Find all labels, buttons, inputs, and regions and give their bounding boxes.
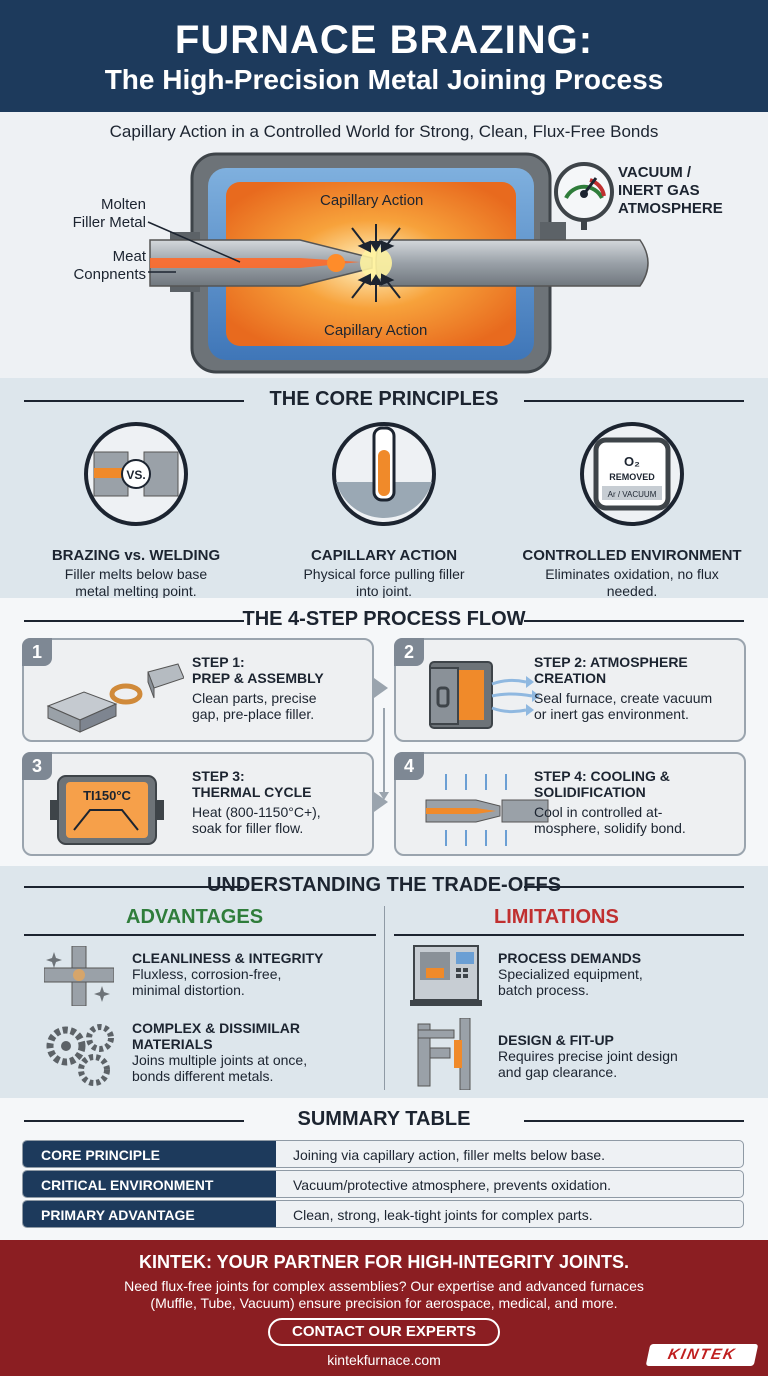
clean-joint-icon [44,946,114,1006]
step-title: STEP 1:PREP & ASSEMBLY [192,654,324,686]
tradeoffs-section: UNDERSTANDING THE TRADE-OFFS ADVANTAGES … [0,866,768,1098]
equipment-icon [410,945,482,1006]
controlled-environment-icon: O₂ REMOVED Ar / VACUUM [580,422,684,526]
principle-capillary-action: CAPILLARY ACTION Physical force pulling … [256,420,512,600]
process-flow-title: THE 4-STEP PROCESS FLOW [0,608,768,631]
thermal-cycle-icon: TI150°C [50,775,164,845]
step-number: 1 [22,638,52,666]
step-number: 3 [22,752,52,780]
core-principles-title: THE CORE PRINCIPLES [0,388,768,411]
website-link[interactable]: kintekfurnace.com [327,1352,441,1368]
page-title: FURNACE BRAZING: [174,18,594,62]
summary-key: PRIMARY ADVANTAGE [23,1201,276,1227]
principle-desc: Filler melts below base metal melting po… [64,566,208,599]
hero-section: Capillary Action in a Controlled World f… [0,112,768,378]
advantages-divider [24,934,376,936]
removed-text: REMOVED [609,472,655,482]
process-flow-section: THE 4-STEP PROCESS FLOW 1 STEP 1:PREP & … [0,598,768,866]
principle-desc: Eliminates oxidation, no flux needed. [545,566,719,599]
summary-section: SUMMARY TABLE CORE PRINCIPLE Joining via… [0,1098,768,1240]
leader-molten [147,221,241,263]
header-banner: FURNACE BRAZING: The High-Precision Meta… [0,0,768,112]
vs-text: VS. [126,468,145,482]
brazing-vs-welding-icon: VS. [84,422,188,526]
capillary-arrows-top [351,224,401,253]
advantage-cleanliness: CLEANLINESS & INTEGRITY Fluxless, corros… [132,950,324,998]
flow-arrows [374,678,389,812]
tradeoffs-title: UNDERSTANDING THE TRADE-OFFS [0,874,768,897]
footer-description: Need flux-free joints for complex assemb… [124,1278,644,1311]
temperature-text: TI150°C [83,788,131,803]
principle-desc: Physical force pulling filler into joint… [303,566,465,599]
summary-value: Clean, strong, leak-tight joints for com… [293,1207,593,1223]
limitations-heading: LIMITATIONS [494,906,619,928]
summary-value: Vacuum/protective atmosphere, prevents o… [293,1177,612,1193]
capillary-label-top: Capillary Action [320,192,424,209]
cooling-icon [425,774,549,846]
capillary-tube-icon [332,422,436,526]
capillary-arrows-bottom [351,273,401,302]
summary-row: CRITICAL ENVIRONMENT Vacuum/protective a… [22,1170,744,1198]
summary-key: CORE PRINCIPLE [23,1141,276,1167]
summary-title: SUMMARY TABLE [0,1108,768,1131]
summary-key: CRITICAL ENVIRONMENT [23,1171,276,1197]
assembly-parts-icon [46,663,184,733]
capillary-label-bottom: Capillary Action [324,322,428,339]
caliper-icon [417,1018,471,1090]
step-1-card: 1 STEP 1:PREP & ASSEMBLY Clean parts, pr… [22,638,374,742]
advantage-complex-materials: COMPLEX & DISSIMILAR MATERIALS Joins mul… [132,1020,308,1084]
furnace-door-icon [429,661,540,729]
right-component [375,239,649,287]
principle-controlled-environment: O₂ REMOVED Ar / VACUUM CONTROLLED ENVIRO… [504,420,760,600]
principle-title: CAPILLARY ACTION [310,547,458,564]
limitation-process-demands: PROCESS DEMANDS Specialized equipment, b… [498,950,643,998]
step-3-card: 3 TI150°C STEP 3:THERMAL CYCLE Heat (800… [22,752,374,856]
advantages-heading: ADVANTAGES [126,906,264,928]
step-title: STEP 3:THERMAL CYCLE [192,768,312,800]
limitation-design-fit-up: DESIGN & FIT-UP Requires precise joint d… [498,1032,678,1080]
step-desc: Cool in controlled at-mosphere, solidify… [534,804,686,836]
column-divider [384,906,385,1090]
core-principles-section: THE CORE PRINCIPLES VS. BRAZING vs. WELD… [0,378,768,600]
footer-title: KINTEK: YOUR PARTNER FOR HIGH-INTEGRITY … [138,1252,630,1272]
step-number: 2 [394,638,424,666]
page-subtitle: The High-Precision Metal Joining Process [104,64,664,95]
step-number: 4 [394,752,424,780]
step-desc: Heat (800-1150°C+),soak for filler flow. [192,804,321,836]
ar-vacuum-text: Ar / VACUUM [608,490,657,499]
joint-glow [360,247,392,279]
summary-value: Joining via capillary action, filler mel… [293,1147,606,1163]
furnace-illustration [147,152,649,374]
step-title: STEP 4: COOLING &SOLIDIFICATION [534,768,670,800]
kintek-logo: KINTEK [645,1344,759,1366]
step-4-card: 4 STEP 4: COOLING &SOLIDIFICATION Cool i… [394,752,746,856]
hero-subtitle: Capillary Action in a Controlled World f… [109,122,659,141]
principle-title: CONTROLLED ENVIRONMENT [522,547,742,564]
molten-filler [150,258,360,268]
filler-bead [327,254,345,272]
contact-experts-button[interactable]: CONTACT OUR EXPERTS [268,1318,500,1346]
o2-text: O₂ [624,454,640,469]
summary-row: CORE PRINCIPLE Joining via capillary act… [22,1140,744,1168]
summary-row: PRIMARY ADVANTAGE Clean, strong, leak-ti… [22,1200,744,1228]
limitations-divider [394,934,744,936]
footer-banner: KINTEK: YOUR PARTNER FOR HIGH-INTEGRITY … [0,1240,768,1376]
principle-brazing-vs-welding: VS. BRAZING vs. WELDING Filler melts bel… [8,420,264,600]
principle-title: BRAZING vs. WELDING [51,547,221,564]
gears-icon [46,1024,114,1086]
